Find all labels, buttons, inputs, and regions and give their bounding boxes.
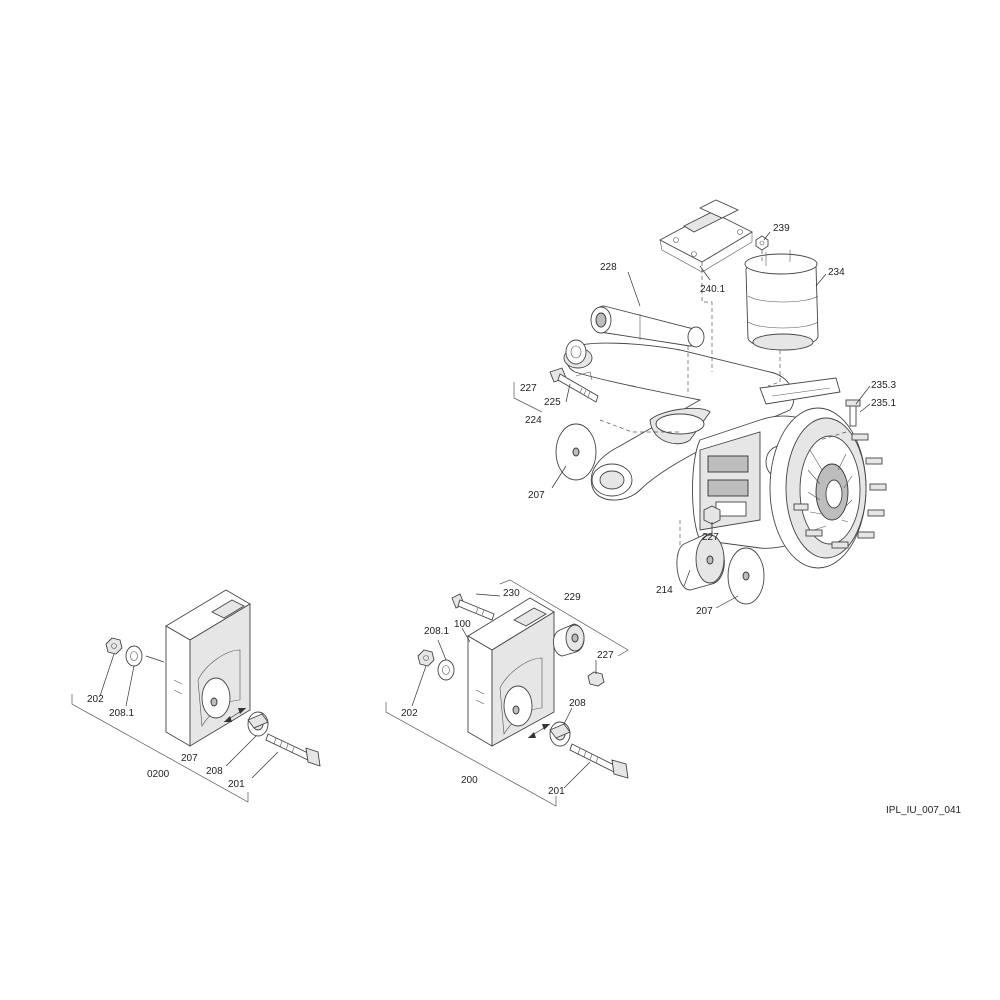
callout-240-1: 240.1	[700, 284, 725, 295]
callout-228: 228	[600, 262, 617, 273]
brake-drum-hub	[769, 407, 867, 569]
adjust-arrows-left	[223, 707, 247, 723]
adjust-arrows-right	[527, 723, 551, 739]
callout-201-right: 201	[548, 786, 565, 797]
callout-208-right: 208	[569, 698, 586, 709]
nut-227-lower	[703, 505, 721, 525]
callout-227-right: 227	[597, 650, 614, 661]
callout-229: 229	[564, 592, 581, 603]
bolt-235	[845, 399, 861, 427]
mounting-bracket-240-1	[659, 199, 753, 273]
callout-labels: 239 234 228 240.1 235.3 235.1 227 225 22…	[87, 223, 896, 797]
callout-208-1-right: 208.1	[424, 626, 449, 637]
callout-235-1: 235.1	[871, 398, 896, 409]
bolt-201-left	[265, 733, 321, 767]
clip-pin	[575, 371, 593, 381]
pivot-bolt-225	[549, 367, 599, 403]
adjusting-washer-208-left	[247, 711, 269, 737]
washer-208-1-right	[437, 659, 455, 681]
adjusting-washer-208-right	[549, 721, 571, 747]
bracket-frame-200	[385, 702, 557, 807]
hanger-bracket-right	[467, 597, 555, 747]
trailing-arm	[563, 342, 795, 501]
bushing-229	[553, 623, 585, 657]
callout-234: 234	[828, 267, 845, 278]
wheel-studs	[793, 433, 887, 549]
callout-235-3: 235.3	[871, 380, 896, 391]
callout-207-upper-right: 207	[696, 606, 713, 617]
nut-202-right	[417, 649, 435, 667]
callout-201-left: 201	[228, 779, 245, 790]
callout-239: 239	[773, 223, 790, 234]
nut-202-left	[105, 637, 123, 655]
callout-0200: 0200	[147, 769, 170, 780]
leaders-right	[411, 593, 597, 789]
callout-225: 225	[544, 397, 561, 408]
callout-208-left: 208	[206, 766, 223, 777]
shock-absorber-228	[590, 305, 705, 348]
callout-227-middle: 227	[702, 532, 719, 543]
callout-207-left: 207	[181, 753, 198, 764]
callout-208-1-left: 208.1	[109, 708, 134, 719]
disc-washer-207-left	[555, 423, 597, 481]
callout-202-left: 202	[87, 694, 104, 705]
leaders-left	[99, 653, 279, 779]
callout-202-right: 202	[401, 708, 418, 719]
bracket-frame-0200	[71, 694, 249, 803]
callout-227-upper: 227	[520, 383, 537, 394]
nut-227-right	[587, 671, 605, 687]
bushing-214	[676, 533, 725, 591]
air-spring-234	[744, 250, 819, 351]
bolt-201-right	[569, 743, 629, 779]
nut-239	[755, 235, 769, 251]
callout-207-upper-left: 207	[528, 490, 545, 501]
callout-200: 200	[461, 775, 478, 786]
disc-washer-207-right	[727, 547, 765, 605]
leaders-upper	[513, 231, 871, 609]
callout-100: 100	[454, 619, 471, 630]
callout-230: 230	[503, 588, 520, 599]
bolt-230	[451, 593, 495, 621]
document-id: IPL_IU_007_041	[886, 805, 962, 816]
washer-208-1-left	[125, 645, 143, 667]
bracket-frame-229	[499, 579, 629, 657]
hanger-bracket-left	[165, 589, 251, 747]
callout-224: 224	[525, 415, 542, 426]
spacer-ring	[565, 339, 587, 365]
callout-214: 214	[656, 585, 673, 596]
